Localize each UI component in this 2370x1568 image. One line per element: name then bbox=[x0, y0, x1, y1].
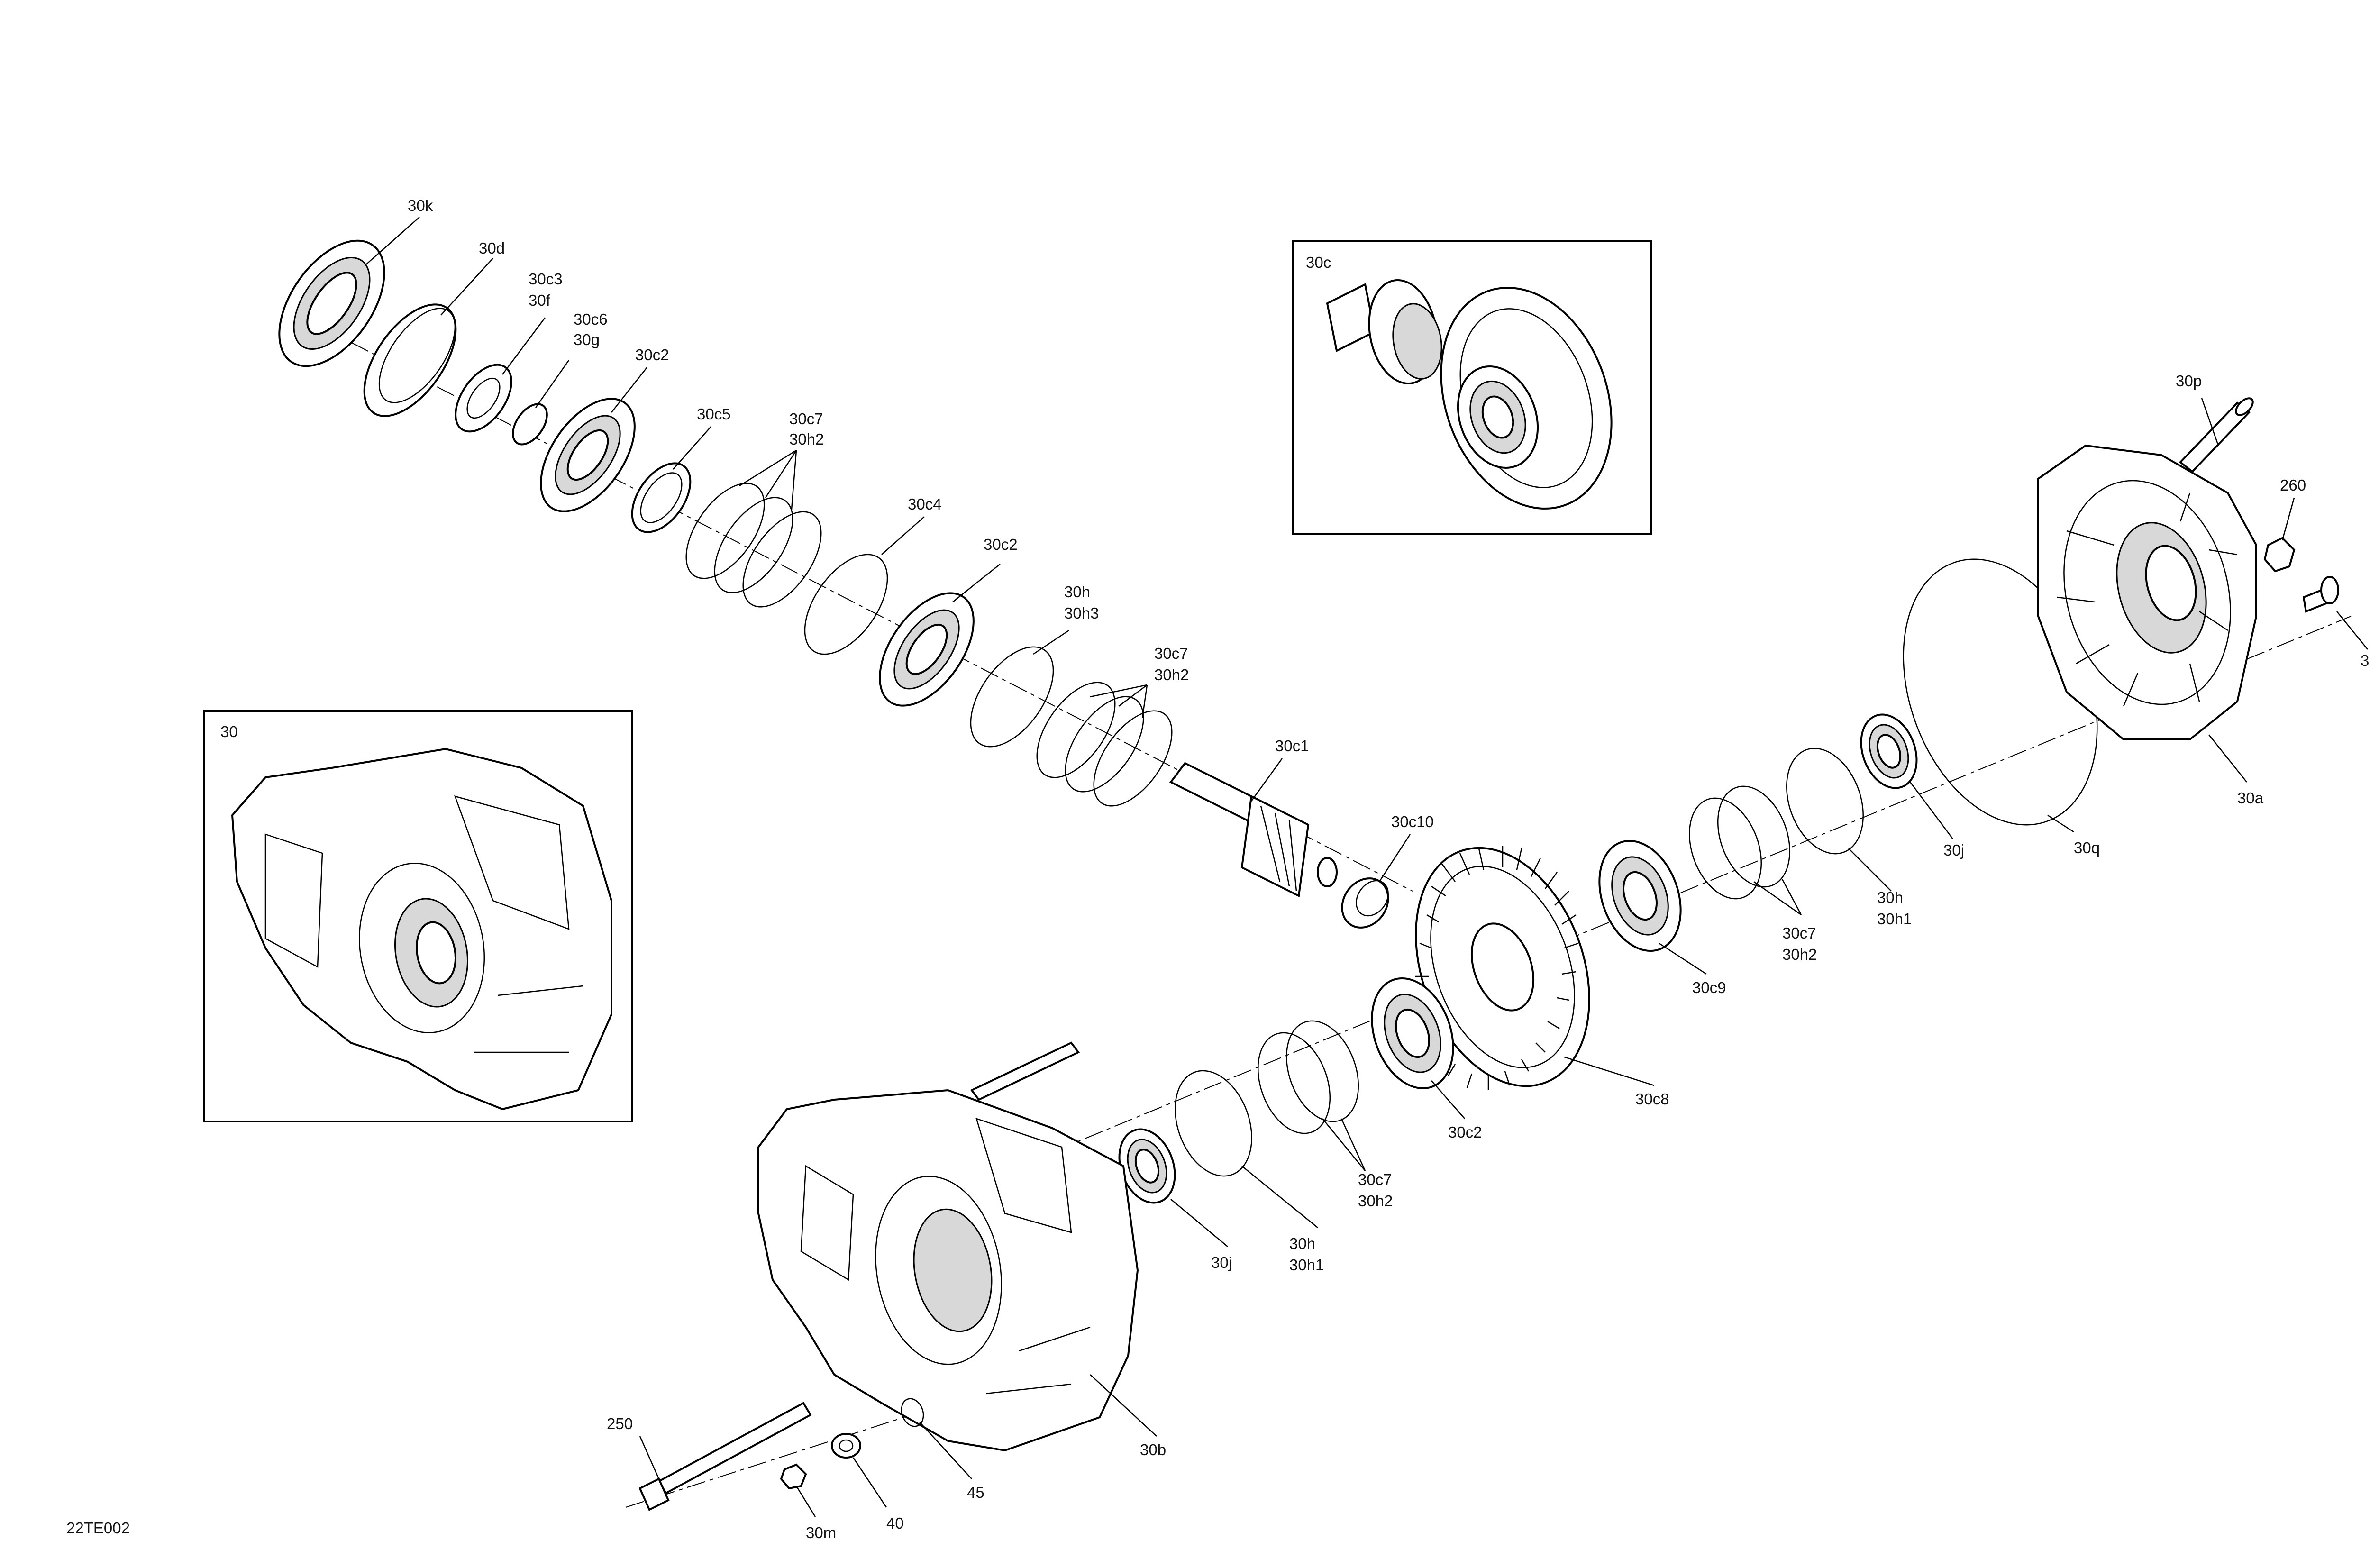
label-30k: 30k bbox=[408, 197, 433, 214]
label-30c7-a: 30c7 bbox=[789, 410, 823, 428]
label-30c2-b: 30c2 bbox=[984, 536, 1018, 553]
part-30c7-shims-d bbox=[1257, 1020, 1359, 1134]
label-30c2-a: 30c2 bbox=[635, 346, 669, 364]
label-30c2-c: 30c2 bbox=[1448, 1123, 1482, 1141]
label-30h-a: 30h bbox=[1064, 583, 1090, 601]
label-30: 30 bbox=[220, 723, 238, 740]
part-30j-seal-a bbox=[1860, 713, 1918, 789]
part-30c5-spacer bbox=[631, 462, 692, 533]
bolt-axis-line bbox=[625, 1403, 948, 1508]
label-30q: 30q bbox=[2074, 839, 2100, 857]
label-250: 250 bbox=[607, 1415, 633, 1432]
label-30a: 30a bbox=[2237, 789, 2264, 807]
label-30n: 30n bbox=[2361, 652, 2370, 669]
part-30c2-bearing-b bbox=[879, 592, 975, 707]
label-30h2-d: 30h2 bbox=[1358, 1192, 1393, 1210]
label-30p: 30p bbox=[2176, 372, 2202, 390]
label-30h3: 30h3 bbox=[1064, 604, 1099, 622]
label-30m: 30m bbox=[806, 1524, 836, 1541]
label-30d: 30d bbox=[479, 239, 505, 257]
part-30k-seal bbox=[278, 239, 385, 367]
part-260-nut bbox=[2263, 537, 2296, 573]
label-30c10: 30c10 bbox=[1391, 813, 1434, 830]
label-30c6: 30c6 bbox=[574, 310, 608, 328]
part-30b-housing bbox=[757, 1041, 1139, 1452]
label-40: 40 bbox=[886, 1514, 904, 1532]
part-45-ring bbox=[901, 1398, 924, 1427]
label-30h2-c: 30h2 bbox=[1782, 946, 1817, 963]
label-30c3: 30c3 bbox=[529, 270, 563, 288]
part-250-bolt bbox=[638, 1402, 812, 1511]
part-30h-ring-b bbox=[1786, 748, 1864, 855]
label-30c: 30c bbox=[1306, 254, 1331, 271]
part-30h-ring-c bbox=[1175, 1070, 1252, 1177]
label-30c8: 30c8 bbox=[1635, 1090, 1669, 1108]
label-30j-b: 30j bbox=[1211, 1254, 1232, 1271]
part-30c10-bushing bbox=[1341, 877, 1389, 929]
part-30c6-ring bbox=[512, 403, 548, 446]
label-30c7-c: 30c7 bbox=[1782, 924, 1816, 942]
inset-box-30 bbox=[203, 710, 633, 1122]
diagram-code: 22TE002 bbox=[66, 1519, 130, 1537]
label-30g: 30g bbox=[574, 331, 600, 348]
part-30c2-bearing-c bbox=[1371, 977, 1454, 1090]
label-30h1-b: 30h1 bbox=[1289, 1256, 1324, 1274]
callout-labels: 30k 30d 30c3 30f 30c6 30g 30c2 30c5 30c7… bbox=[66, 197, 2370, 1541]
part-30c7-shims-b bbox=[1036, 682, 1173, 807]
label-30h2-a: 30h2 bbox=[789, 430, 824, 448]
inset-30-assembly bbox=[231, 748, 612, 1111]
label-30c7-b: 30c7 bbox=[1154, 645, 1188, 662]
label-30c5: 30c5 bbox=[697, 405, 731, 423]
label-30c4: 30c4 bbox=[908, 495, 942, 513]
label-30h2-b: 30h2 bbox=[1154, 666, 1189, 684]
part-30j-seal-b bbox=[1118, 1128, 1176, 1204]
label-45: 45 bbox=[967, 1484, 984, 1501]
label-30c7-d: 30c7 bbox=[1358, 1171, 1392, 1188]
part-30p-pin bbox=[2179, 397, 2254, 473]
part-30c4-ring bbox=[804, 554, 888, 655]
part-40-washer bbox=[831, 1433, 861, 1459]
label-30c1: 30c1 bbox=[1275, 737, 1309, 755]
label-30b: 30b bbox=[1140, 1441, 1166, 1459]
part-30c3-nut bbox=[455, 364, 512, 433]
label-30h-c: 30h bbox=[1289, 1235, 1315, 1252]
part-30c7-shims-c bbox=[1688, 785, 1791, 900]
inset-30c-assembly bbox=[1326, 279, 1613, 510]
label-260: 260 bbox=[2280, 476, 2306, 494]
inset-box-30c bbox=[1292, 240, 1652, 535]
label-30h1-a: 30h1 bbox=[1877, 910, 1912, 928]
leader-lines bbox=[365, 217, 2368, 1517]
part-30c1-pinion bbox=[1169, 762, 1338, 898]
label-30j-a: 30j bbox=[1943, 841, 1964, 859]
part-30c8-ring-gear bbox=[1414, 846, 1590, 1090]
label-30h-b: 30h bbox=[1877, 889, 1903, 906]
part-30d-race bbox=[363, 303, 457, 417]
label-30c9: 30c9 bbox=[1692, 979, 1726, 996]
part-30c7-shims-a bbox=[685, 483, 822, 608]
part-30c2-bearing-a bbox=[540, 398, 636, 512]
part-30c9-bearing bbox=[1598, 839, 1682, 952]
part-30n-bolt bbox=[2302, 576, 2339, 613]
part-30h-ring-a bbox=[970, 646, 1054, 748]
part-30m-nut bbox=[780, 1463, 807, 1490]
label-30f: 30f bbox=[529, 292, 551, 309]
part-30a-cover bbox=[2037, 444, 2257, 740]
